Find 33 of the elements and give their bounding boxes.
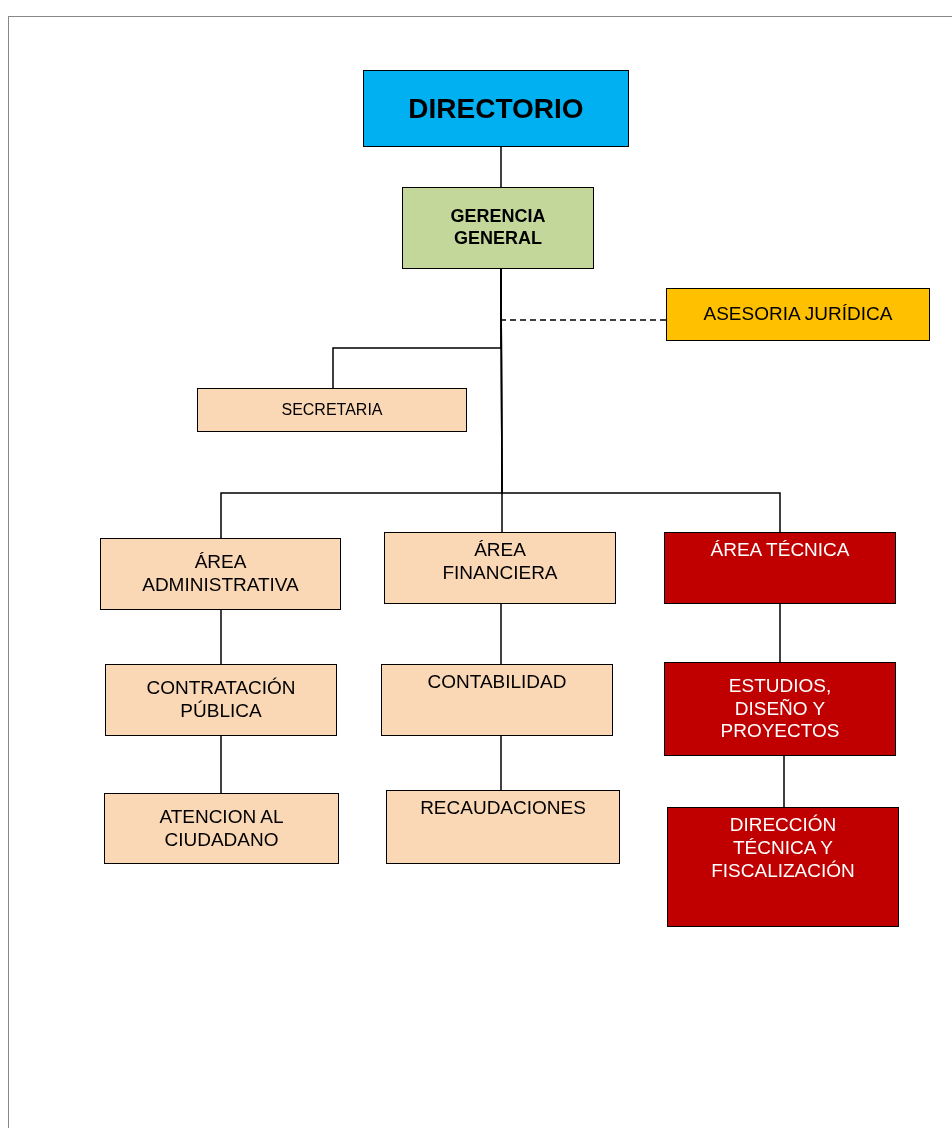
- connector-line: [500, 735, 502, 791]
- unit-name: ESTUDIOS, DISEÑO Y PROYECTOS: [719, 674, 841, 744]
- unit-name: ÁREA TÉCNICA: [710, 539, 850, 562]
- unit-name: SECRETARIA: [281, 400, 383, 420]
- unit-box: [386, 790, 620, 864]
- unit-name: CONTABILIDAD: [427, 671, 567, 694]
- unit-name: ÁREA FINANCIERA: [441, 539, 559, 585]
- unit-box: [381, 664, 613, 736]
- unit-box: [105, 664, 337, 736]
- unit-name: ASESORIA JURÍDICA: [703, 303, 893, 326]
- manager-box: [402, 187, 594, 269]
- connector-line: [500, 146, 502, 188]
- unit-box: [664, 662, 896, 756]
- connector-line: [779, 603, 781, 663]
- unit-name: RECAUDACIONES: [420, 797, 586, 820]
- connector-line: [783, 755, 785, 808]
- connector-line: [500, 603, 502, 665]
- department-box: [384, 532, 616, 604]
- department-box: [664, 532, 896, 604]
- unit-name: CONTRATACIÓN PÚBLICA: [145, 677, 297, 723]
- unit-name: ATENCION AL CIUDADANO: [158, 805, 285, 852]
- unit-name: GERENCIA GENERAL: [449, 206, 547, 250]
- connector-line: [220, 609, 222, 665]
- advisory-box: [666, 288, 930, 341]
- unit-box: [104, 793, 339, 864]
- director-box: [363, 70, 629, 147]
- department-box: [100, 538, 341, 610]
- secretary-box: [197, 388, 467, 432]
- unit-box: [667, 807, 899, 927]
- unit-name: DIRECCIÓN TÉCNICA Y FISCALIZACIÓN: [710, 814, 856, 883]
- connector-line: [220, 735, 222, 794]
- unit-name: ÁREA ADMINISTRATIVA: [141, 551, 300, 597]
- unit-name: DIRECTORIO: [408, 91, 584, 126]
